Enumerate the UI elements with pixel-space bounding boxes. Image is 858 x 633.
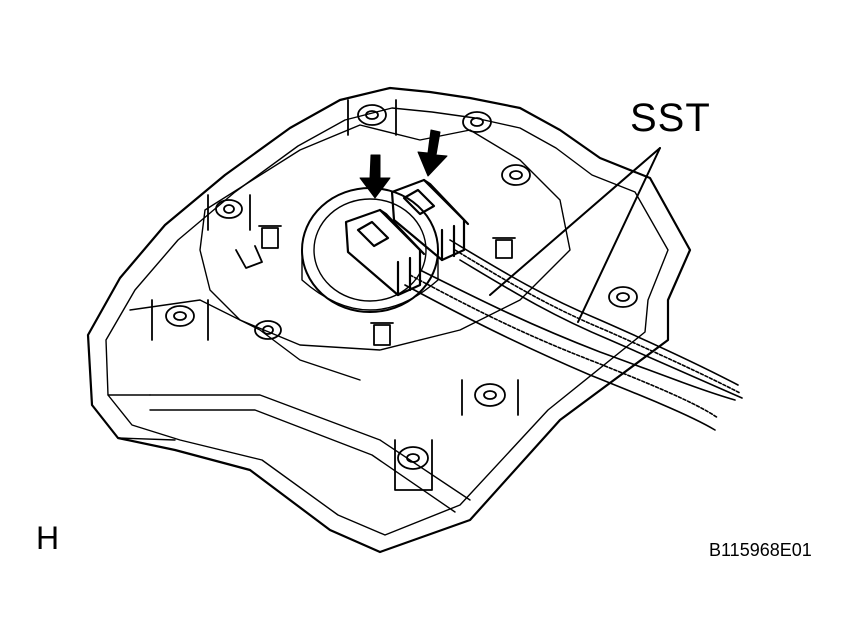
callout-leader-lines — [489, 147, 661, 323]
press-arrow — [359, 129, 448, 199]
view-letter-label: H — [36, 520, 60, 556]
sst-wire-harness — [404, 239, 743, 431]
steering-pad-housing — [86, 86, 692, 554]
sst-callout-label: SST — [630, 96, 711, 140]
airbag-connector — [390, 178, 470, 262]
figure-code-label: B115968E01 — [709, 540, 812, 560]
horn-connector — [344, 208, 426, 297]
mounting-boss-set — [151, 99, 638, 491]
